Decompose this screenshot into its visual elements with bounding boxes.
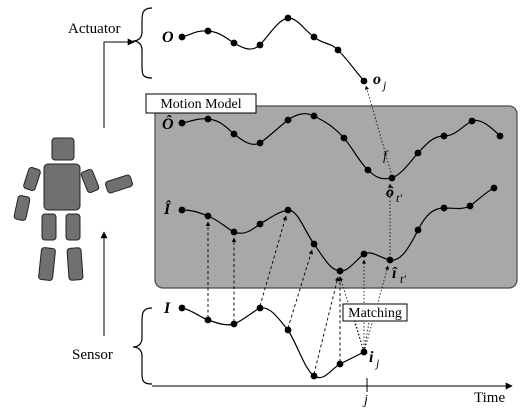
point-O-hat-11 (440, 132, 448, 140)
series-label-O: O (162, 29, 174, 46)
label-i-j: i j (369, 349, 380, 370)
point-O-3 (230, 39, 238, 47)
series-label-I: I (163, 300, 171, 317)
point-I-hat-7 (336, 267, 344, 275)
series-points (178, 14, 504, 380)
robot-left-forearm (13, 195, 31, 221)
robot-right-shin (66, 247, 84, 281)
sensor-label: Sensor (72, 347, 113, 363)
robot-torso (43, 163, 81, 211)
robot-right-thigh (65, 213, 81, 241)
point-O-8 (360, 77, 368, 85)
point-I-hat-10 (414, 226, 422, 234)
actuator-brace (132, 7, 153, 79)
point-I-3 (230, 320, 238, 328)
robot-right-forearm (105, 174, 133, 194)
mapping-lines (365, 85, 393, 258)
actuator-label: Actuator (68, 21, 120, 37)
label-o-hat-t-main: ô (386, 184, 394, 201)
point-O-hat-4 (256, 139, 264, 147)
label-o-hat-t: ô t′ (386, 184, 402, 205)
dashed-arrow-4 (287, 249, 313, 329)
label-i-hat-t-main: î (392, 265, 398, 282)
motion-model-label-box: Motion Model (145, 93, 257, 114)
mapping-line-f (365, 85, 393, 177)
matching-label: Matching (348, 306, 402, 321)
point-O-2 (204, 27, 212, 35)
sensor-to-model-arrows (205, 215, 343, 375)
label-o-j-sub: j (381, 78, 387, 92)
point-I-hat-1 (178, 206, 186, 214)
label-i-hat-t-sub: t′ (400, 272, 406, 286)
robot-head (51, 137, 75, 161)
point-O-hat-2 (204, 115, 212, 123)
point-I-1 (178, 304, 186, 312)
point-O-hat-6 (310, 112, 318, 120)
robot-right-upper-arm (80, 168, 100, 194)
point-O-4 (256, 41, 264, 49)
point-O-hat-8 (364, 166, 372, 174)
series-label-O-hat: Ô (162, 114, 174, 133)
point-O-6 (310, 33, 318, 41)
robot-left-thigh (41, 213, 57, 241)
point-O-hat-13 (496, 132, 504, 140)
dashed-arrow-5 (313, 276, 340, 375)
point-I-hat-11 (440, 204, 448, 212)
point-I-hat-2 (204, 212, 212, 220)
point-O-7 (334, 46, 342, 54)
point-O-5 (284, 14, 292, 22)
point-I-hat-13 (490, 184, 498, 192)
matching-line-3 (363, 265, 389, 353)
robot-left-upper-arm (23, 166, 41, 192)
motion-model-panel (154, 105, 518, 289)
label-o-j-main: o (373, 71, 381, 88)
point-I-hat-8 (360, 250, 368, 258)
j-axis-label: j (362, 393, 368, 408)
point-O-hat-12 (468, 117, 476, 125)
point-I-2 (204, 316, 212, 324)
point-O-hat-5 (284, 116, 292, 124)
point-I-6 (310, 372, 318, 380)
sensor-brace (132, 307, 153, 385)
point-O-hat-7 (340, 134, 348, 142)
robot-figure (13, 137, 133, 281)
label-f: f (383, 149, 389, 164)
actuator-arrow (103, 38, 135, 128)
label-o-j: o j (373, 71, 387, 92)
point-I-hat-9 (386, 256, 394, 264)
label-o-hat-t-sub: t′ (396, 191, 402, 205)
point-I-hat-3 (230, 228, 238, 236)
point-I-4 (256, 304, 264, 312)
series-label-I-hat: Î (163, 199, 171, 218)
point-I-hat-6 (310, 240, 318, 248)
time-label: Time (474, 390, 505, 406)
point-O-hat-9 (388, 174, 396, 182)
matching-line-4 (349, 303, 365, 353)
label-i-hat-t: î t′ (392, 265, 406, 286)
point-O-hat-3 (230, 130, 238, 138)
dashed-arrow-3 (259, 215, 288, 307)
matching-label-box: Matching (342, 303, 408, 322)
point-I-hat-4 (256, 220, 264, 228)
point-O-hat-10 (414, 149, 422, 157)
point-O-1 (178, 33, 186, 41)
motion-model-label: Motion Model (160, 97, 241, 112)
point-I-hat-5 (284, 206, 292, 214)
label-i-j-main: i (369, 349, 374, 366)
point-I-hat-12 (466, 202, 474, 210)
robot-left-shin (38, 247, 56, 281)
point-I-5 (284, 326, 292, 334)
matching-line-5 (363, 303, 373, 353)
point-I-7 (336, 360, 344, 368)
label-i-j-sub: j (374, 356, 380, 370)
point-O-hat-1 (178, 119, 186, 127)
